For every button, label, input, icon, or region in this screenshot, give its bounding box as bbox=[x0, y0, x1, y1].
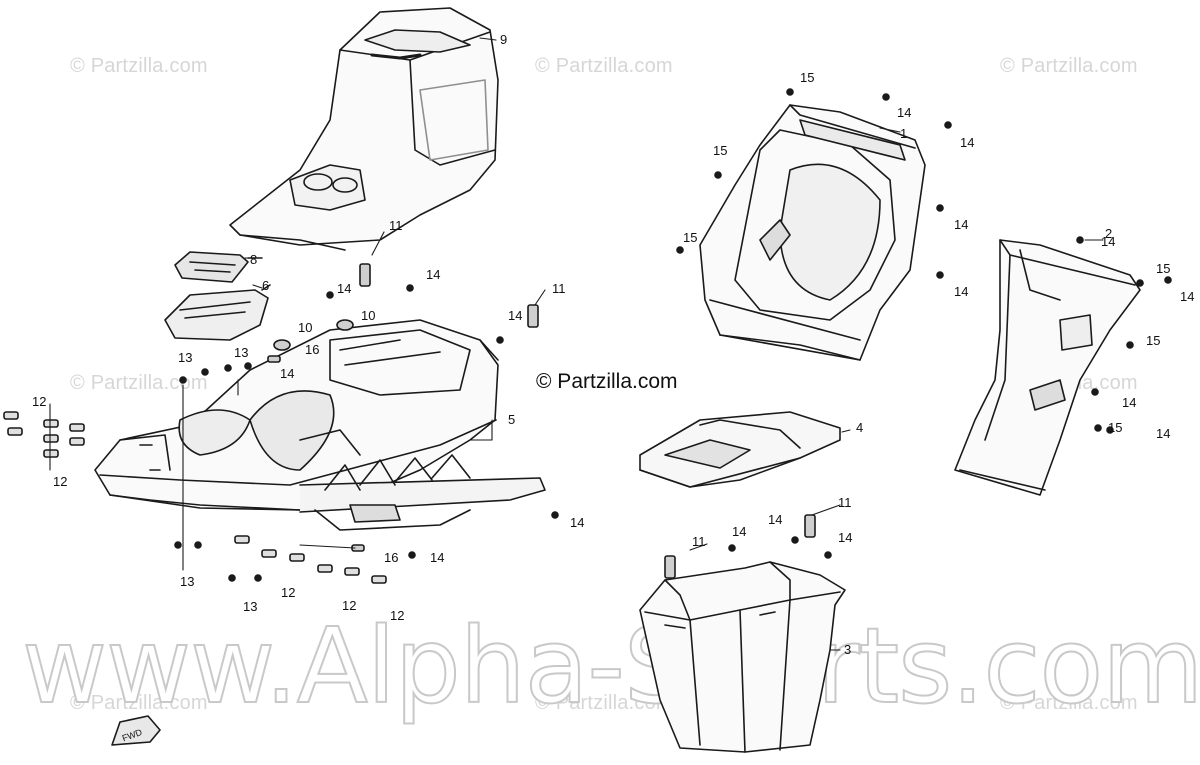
part-4-tray bbox=[639, 411, 841, 488]
callout-14: 14 bbox=[1122, 395, 1136, 410]
leader-lines bbox=[49, 37, 1104, 651]
callout-15: 15 bbox=[1146, 333, 1160, 348]
callout-14: 14 bbox=[1101, 234, 1115, 249]
callout-13: 13 bbox=[234, 345, 248, 360]
watermark-partzilla: © Partzilla.com bbox=[70, 692, 208, 714]
callout-3: 3 bbox=[844, 642, 851, 657]
callout-12: 12 bbox=[342, 598, 356, 613]
callout-8: 8 bbox=[250, 252, 257, 267]
part-1-side-panel bbox=[699, 104, 926, 361]
part-6-panel bbox=[164, 284, 271, 341]
callout-9: 9 bbox=[500, 32, 507, 47]
callout-15: 15 bbox=[683, 230, 697, 245]
callout-4: 4 bbox=[856, 420, 863, 435]
callout-14: 14 bbox=[337, 281, 351, 296]
callout-10: 10 bbox=[361, 308, 375, 323]
callout-16: 16 bbox=[305, 342, 319, 357]
callout-10: 10 bbox=[298, 320, 312, 335]
watermark-partzilla: © Partzilla.com bbox=[70, 55, 208, 77]
callout-15: 15 bbox=[800, 70, 814, 85]
watermark-partzilla: © Partzilla.com bbox=[535, 55, 673, 77]
callout-14: 14 bbox=[570, 515, 584, 530]
callout-16: 16 bbox=[384, 550, 398, 565]
callout-14: 14 bbox=[430, 550, 444, 565]
callout-12: 12 bbox=[32, 394, 46, 409]
small-hardware bbox=[267, 263, 816, 579]
callout-14: 14 bbox=[768, 512, 782, 527]
callout-12: 12 bbox=[390, 608, 404, 623]
callout-14: 14 bbox=[954, 217, 968, 232]
callout-14: 14 bbox=[954, 284, 968, 299]
callout-13: 13 bbox=[243, 599, 257, 614]
callout-15: 15 bbox=[1108, 420, 1122, 435]
callout-12: 12 bbox=[53, 474, 67, 489]
callout-14: 14 bbox=[426, 267, 440, 282]
callout-14: 14 bbox=[960, 135, 974, 150]
watermark-partzilla: © Partzilla.com bbox=[1000, 692, 1138, 714]
part-5-frame bbox=[94, 319, 546, 531]
part-12-spacers bbox=[3, 411, 387, 584]
part-8-tray bbox=[174, 251, 263, 283]
watermark-partzilla: © Partzilla.com bbox=[535, 692, 673, 714]
callout-14: 14 bbox=[838, 530, 852, 545]
watermark-partzilla: © Partzilla.com bbox=[70, 372, 208, 394]
watermark-partzilla: © Partzilla.com bbox=[1000, 55, 1138, 77]
callout-14: 14 bbox=[732, 524, 746, 539]
callout-1: 1 bbox=[900, 126, 907, 141]
callout-15: 15 bbox=[1156, 261, 1170, 276]
callout-11: 11 bbox=[692, 534, 706, 549]
fwd-arrow-icon bbox=[111, 715, 161, 746]
callout-5: 5 bbox=[508, 412, 515, 427]
callout-14: 14 bbox=[280, 366, 294, 381]
callout-11: 11 bbox=[552, 281, 566, 296]
part-9-console-cover bbox=[229, 7, 499, 251]
callout-14: 14 bbox=[1156, 426, 1170, 441]
callout-14: 14 bbox=[508, 308, 522, 323]
part-2-rear-panel bbox=[954, 239, 1141, 496]
callout-11: 11 bbox=[389, 218, 403, 233]
callout-2: 2 bbox=[1105, 226, 1112, 241]
callout-13: 13 bbox=[178, 350, 192, 365]
fasteners bbox=[174, 88, 1172, 582]
callout-11: 11 bbox=[838, 495, 852, 510]
callout-14: 14 bbox=[897, 105, 911, 120]
callout-14: 14 bbox=[1180, 289, 1194, 304]
center-copyright: © Partzilla.com bbox=[536, 370, 678, 393]
callout-12: 12 bbox=[281, 585, 295, 600]
callout-15: 15 bbox=[713, 143, 727, 158]
callout-6: 6 bbox=[262, 278, 269, 293]
watermark-alpha-sports: www.Alpha-Sports.com bbox=[21, 604, 1200, 728]
callout-13: 13 bbox=[180, 574, 194, 589]
part-3-storage-box bbox=[639, 561, 846, 753]
